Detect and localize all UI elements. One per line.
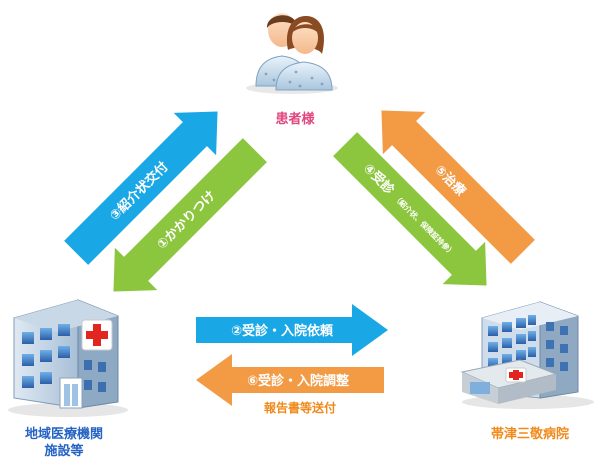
hospital-building-icon <box>460 301 594 409</box>
arrow-request: ②受診・入院依頼 <box>196 304 388 356</box>
patients-icon <box>246 13 338 94</box>
arrow-family-doctor <box>113 138 267 292</box>
clinic-building-icon <box>8 299 128 417</box>
patient-label: 患者様 <box>275 111 315 127</box>
arrow-coordination-sublabel: 報告書等送付 <box>264 400 336 415</box>
arrow-coordination-label: ⑥受診・入院調整 <box>247 373 350 389</box>
hospital-label: 帯津三敬病院 <box>491 426 569 442</box>
clinic-label-line2: 施設等 <box>44 443 83 458</box>
arrow-treatment <box>381 110 535 264</box>
arrow-request-label: ②受診・入院依頼 <box>231 323 334 339</box>
arrow-coordination: ⑥受診・入院調整 <box>196 354 384 406</box>
clinic-label-line1: 地域医療機関 <box>25 426 103 442</box>
